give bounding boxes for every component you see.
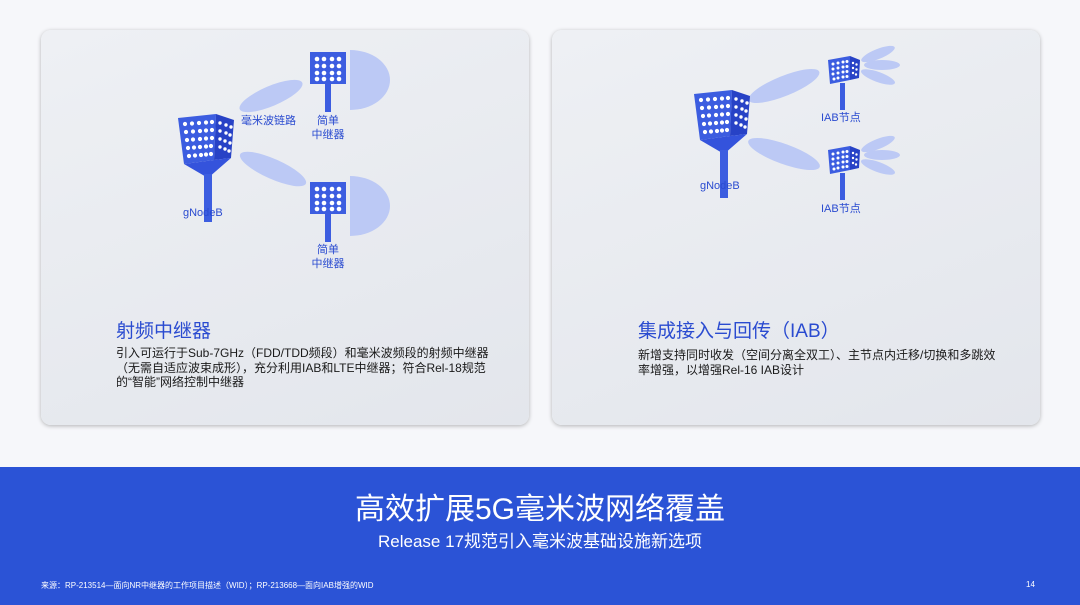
- bottom-repeater-coverage-beam: [350, 176, 390, 236]
- mmwave-link-label: 毫米波链路: [241, 115, 296, 127]
- iab-card-title: 集成接入与回传（IAB）: [638, 321, 840, 342]
- gnodeb-label: gNodeB: [700, 180, 740, 192]
- beam-to-top-iab-node: [748, 69, 820, 103]
- bottom-iab-node-icon: [828, 146, 860, 200]
- repeater-diagram: [178, 50, 390, 242]
- repeater-card-description: 引入可运行于Sub-7GHz（FDD/TDD频段）和毫米波频段的射频中继器（无需…: [116, 346, 489, 389]
- repeater-card: gNodeB 毫米波链路 简单 中继器 简单 中继器 射频中继器 引入可运行于S…: [41, 30, 529, 425]
- beam-to-bottom-iab-node: [748, 137, 820, 171]
- iab-diagram: [694, 45, 900, 200]
- top-repeater-coverage-beam: [350, 50, 390, 110]
- bottom-iab-node-label: IAB节点: [821, 203, 861, 215]
- bottom-iab-node-fan-beams: [860, 135, 900, 175]
- gnodeb-label: gNodeB: [183, 207, 223, 219]
- source-note: 来源：RP-213514—面向NR中继器的工作项目描述（WID）；RP-2136…: [41, 581, 374, 590]
- page-number: 14: [1026, 580, 1035, 589]
- top-repeater-antenna-icon: [310, 52, 346, 112]
- bottom-repeater-label-line-2: 中继器: [311, 258, 345, 270]
- bottom-repeater-label-line-1: 简单: [317, 244, 339, 256]
- iab-card-description: 新增支持同时收发（空间分离全双工）、主节点内迁移/切换和多跳效率增强，以增强Re…: [638, 348, 996, 377]
- iab-card: gNodeB IAB节点 IAB节点 集成接入与回传（IAB） 新增支持同时收发…: [552, 30, 1040, 425]
- top-iab-node-fan-beams: [860, 45, 900, 85]
- top-repeater-label-line-2: 中继器: [311, 129, 345, 141]
- bottom-repeater-antenna-icon: [310, 182, 346, 242]
- summary-banner: 高效扩展5G毫米波网络覆盖 Release 17规范引入毫米波基础设施新选项 来…: [0, 467, 1080, 605]
- repeater-card-title: 射频中继器: [116, 321, 212, 342]
- banner-subtitle: Release 17规范引入毫米波基础设施新选项: [377, 532, 702, 551]
- top-iab-node-icon: [828, 56, 860, 110]
- top-repeater-label-line-1: 简单: [317, 115, 339, 127]
- bottom-repeater-label: 简单 中继器: [303, 243, 353, 271]
- banner-title: 高效扩展5G毫米波网络覆盖: [354, 493, 726, 526]
- top-repeater-label: 简单 中继器: [303, 114, 353, 142]
- top-iab-node-label: IAB节点: [821, 112, 861, 124]
- beam-to-bottom-repeater: [239, 151, 307, 187]
- beam-to-top-repeater: [239, 79, 303, 113]
